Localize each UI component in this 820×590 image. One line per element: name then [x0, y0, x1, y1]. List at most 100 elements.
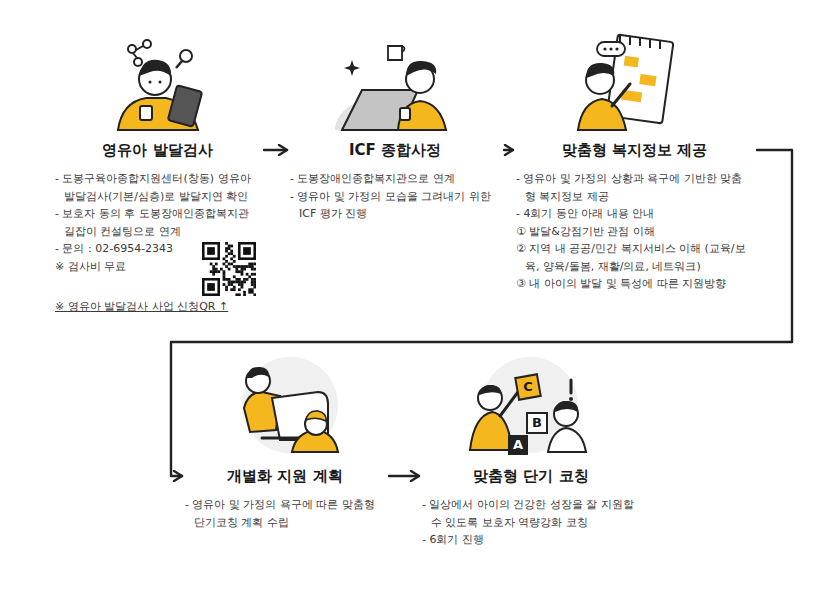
qr-module — [212, 270, 215, 273]
qr-module — [220, 268, 223, 271]
child-tablet-illustration — [118, 40, 202, 130]
qr-module — [225, 278, 228, 281]
planning-illustration — [306, 411, 326, 421]
step-detail: - 도봉구육아종합지원센터(창동) 영유아 발달검사(기본/심층)로 발달지연 … — [55, 170, 260, 205]
qr-module — [230, 281, 233, 284]
qr-module — [233, 260, 236, 263]
step-detail: - 일상에서 아이의 건강한 성장을 잘 지원할 수 있도록 보호자 역량강화 … — [422, 496, 640, 531]
step-detail: - 보호자 동의 후 도봉장애인종합복지관 길잡이 컨설팅으로 연계 — [55, 205, 260, 240]
qr-module — [241, 283, 244, 286]
qr-module — [230, 250, 233, 253]
coaching-illustration — [508, 435, 528, 455]
step-detail: ※ 영유아 발달검사 사업 신청QR ↑ — [55, 298, 260, 316]
qr-module — [241, 281, 244, 284]
qr-module — [235, 268, 238, 271]
qr-module — [251, 263, 254, 266]
child-tablet-illustration — [168, 85, 202, 127]
qr-module — [228, 247, 231, 250]
step-detail: - 영유아 및 가정의 상황과 욕구에 기반한 맞춤형 복지정보 제공 — [516, 170, 753, 205]
qr-module — [253, 281, 256, 284]
flow-arrow — [389, 475, 419, 477]
child-tablet-illustration — [180, 50, 192, 62]
coaching-illustration — [548, 428, 586, 452]
qr-module — [248, 263, 251, 266]
step-title: 개별화 지원 계획 — [185, 466, 385, 486]
qr-module — [253, 283, 256, 286]
coaching-illustration — [470, 357, 586, 455]
qr-module — [246, 278, 249, 281]
qr-module — [215, 268, 218, 271]
qr-module — [238, 281, 241, 284]
planning-illustration — [242, 357, 338, 453]
flow-arrow — [171, 150, 792, 476]
qr-finder — [207, 283, 215, 291]
qr-module — [225, 250, 228, 253]
child-tablet-illustration — [149, 81, 152, 84]
qr-module — [251, 265, 254, 268]
qr-module — [251, 268, 254, 271]
board-illustration — [578, 99, 626, 130]
qr-module — [225, 286, 228, 289]
board-illustration — [586, 63, 614, 78]
board-illustration — [612, 84, 630, 106]
qr-module — [223, 270, 226, 273]
qr-code — [202, 242, 256, 296]
qr-module — [212, 265, 215, 268]
qr-module — [238, 270, 241, 273]
coaching-illustration — [569, 397, 573, 401]
qr-module — [243, 293, 246, 296]
qr-module — [253, 273, 256, 276]
child-tablet-illustration — [139, 60, 171, 76]
qr-module — [238, 293, 241, 296]
step-title: 맞춤형 복지정보 제공 — [516, 140, 753, 160]
qr-module — [253, 293, 256, 296]
qr-module — [233, 288, 236, 291]
qr-module — [225, 260, 228, 263]
laptop-illustration — [400, 108, 410, 120]
qr-module — [251, 273, 254, 276]
coaching-illustration — [515, 374, 540, 399]
qr-module — [233, 265, 236, 268]
step-detail: - 6회기 진행 — [422, 531, 640, 549]
board-illustration — [620, 36, 660, 49]
flow-arrow — [264, 149, 287, 151]
board-illustration — [597, 42, 625, 56]
qr-finder — [207, 247, 215, 255]
qr-module — [233, 286, 236, 289]
qr-module — [230, 263, 233, 266]
board-illustration — [615, 47, 618, 50]
laptop-illustration — [406, 61, 436, 76]
qr-module — [253, 268, 256, 271]
qr-module — [241, 265, 244, 268]
step-title: 맞춤형 단기 코칭 — [422, 466, 640, 486]
qr-module — [241, 268, 244, 271]
qr-module — [228, 268, 231, 271]
board-illustration — [578, 35, 673, 130]
qr-module — [235, 265, 238, 268]
qr-finder — [203, 279, 218, 294]
child-tablet-illustration — [140, 106, 152, 120]
qr-module — [225, 247, 228, 250]
step-detail: ③ 내 아이의 발달 및 특성에 따른 지원방향 — [516, 275, 753, 293]
qr-module — [238, 283, 241, 286]
qr-module — [217, 270, 220, 273]
qr-module — [246, 265, 249, 268]
qr-module — [223, 283, 226, 286]
qr-module — [251, 283, 254, 286]
qr-module — [230, 283, 233, 286]
qr-module — [251, 278, 254, 281]
qr-module — [253, 263, 256, 266]
board-illustration — [624, 56, 639, 68]
qr-module — [230, 288, 233, 291]
step-block: 맞춤형 복지정보 제공 - 영유아 및 가정의 상황과 욕구에 기반한 맞춤형 복… — [516, 140, 753, 293]
step-block: 개별화 지원 계획- 영유아 및 가정의 욕구에 따른 맞춤형 단기코칭 계획 … — [185, 466, 385, 531]
qr-module — [238, 278, 241, 281]
qr-code — [202, 242, 256, 296]
child-tablet-illustration — [143, 40, 151, 48]
qr-module — [233, 281, 236, 284]
qr-module — [248, 275, 251, 278]
step-detail: - 도봉장애인종합복지관으로 연계 — [290, 170, 500, 188]
step-detail: - 문의 : 02-6954-2343 — [55, 240, 260, 258]
qr-module — [215, 263, 218, 266]
